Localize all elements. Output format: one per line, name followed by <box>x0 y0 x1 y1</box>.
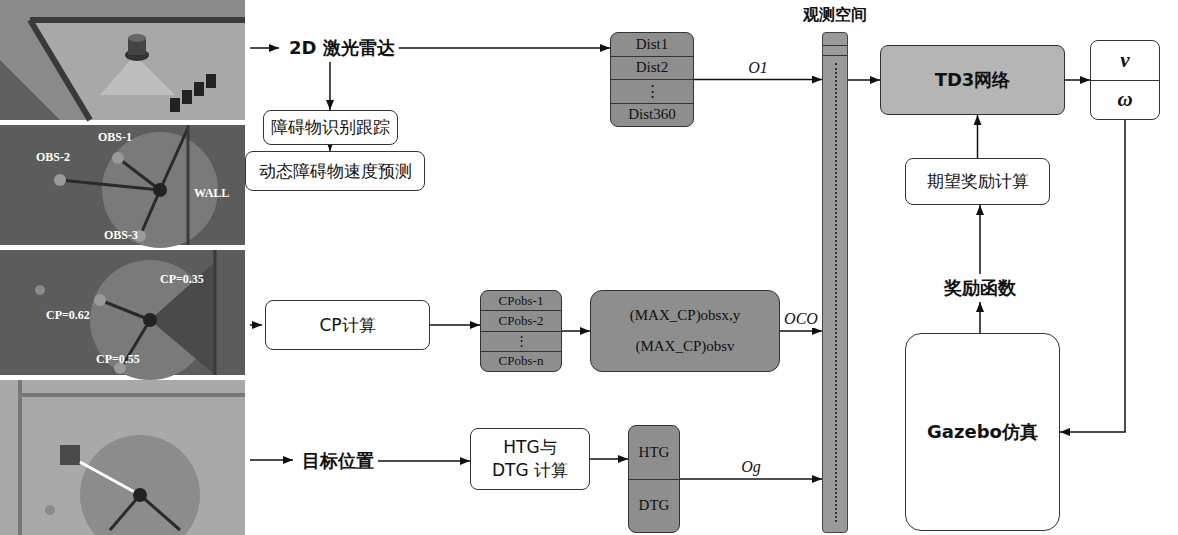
stack-cell: v <box>1091 41 1159 80</box>
flow-arrow <box>979 205 981 274</box>
node-text: 奖励函数 <box>944 276 1016 300</box>
stack-cell: CPobs-n <box>481 351 561 371</box>
node-text: HTG与DTG 计算 <box>487 436 573 482</box>
reward-label: 奖励函数 <box>940 274 1020 302</box>
stack-cell: ⋮ <box>481 331 561 351</box>
figure-label: CP=0.35 <box>160 272 204 287</box>
edge-label: O1 <box>746 59 770 77</box>
flow-arrow <box>329 62 331 110</box>
flow-arrow <box>694 79 822 81</box>
figure-label: CP=0.55 <box>96 352 140 367</box>
bar-heading: 观测空间 <box>803 5 867 26</box>
figure-label: CP=0.62 <box>46 308 90 323</box>
edge-label: OCO <box>782 310 820 328</box>
flow-arrow <box>378 460 470 462</box>
simulator-box: Gazebo仿真 <box>905 333 1060 531</box>
bar-divider <box>823 55 847 56</box>
stack-cell: CPobs-2 <box>481 310 561 330</box>
flow-arrow <box>680 478 822 480</box>
stack-cell: Dist360 <box>611 103 693 127</box>
figure-label: WALL <box>194 186 229 201</box>
data-stack: CPobs-1CPobs-2⋮CPobs-n <box>480 290 562 372</box>
flow-arrow <box>590 458 628 460</box>
node-text: 动态障碍物速度预测 <box>259 160 412 183</box>
flow-arrow <box>977 115 979 158</box>
process-box: 期望奖励计算 <box>905 158 1050 205</box>
bar-dots <box>835 63 837 522</box>
node-text: (MAX_CP)obsv <box>635 338 734 355</box>
flow-arrow <box>399 47 610 49</box>
node-text: 障碍物识别跟踪 <box>271 116 390 139</box>
node-text: (MAX_CP)obsx,y <box>630 307 740 324</box>
process-box: CP计算 <box>265 300 430 350</box>
process-box: HTG与DTG 计算 <box>470 428 590 490</box>
flow-arrow <box>1060 120 1125 432</box>
figure-label: OBS-1 <box>98 130 132 145</box>
node-text: TD3网络 <box>935 68 1011 92</box>
data-box: (MAX_CP)obsx,y (MAX_CP)obsv <box>590 290 780 372</box>
flow-arrow <box>848 79 880 81</box>
action-stack: vω <box>1090 40 1160 120</box>
edge-label: Og <box>739 458 763 476</box>
node-text: 期望奖励计算 <box>927 170 1029 193</box>
node-text: 2D 激光雷达 <box>289 36 395 60</box>
figure-label: OBS-2 <box>36 150 70 165</box>
stack-cell: ⋮ <box>611 79 693 103</box>
stack-cell: HTG <box>629 426 679 479</box>
node-text: Gazebo仿真 <box>927 420 1038 444</box>
flow-arrow <box>979 302 981 333</box>
flow-arrow <box>562 330 590 332</box>
bar-divider <box>823 45 847 46</box>
stack-cell: Dist1 <box>611 33 693 56</box>
sensor-label: 2D 激光雷达 <box>285 34 399 62</box>
figure-label: OBS-3 <box>104 228 138 243</box>
input-label: 目标位置 <box>298 447 378 475</box>
observation-bar: 观测空间 <box>822 32 848 533</box>
data-stack: Dist1Dist2⋮Dist360 <box>610 32 694 127</box>
data-stack: HTGDTG <box>628 425 680 533</box>
process-box: 动态障碍物速度预测 <box>245 151 425 191</box>
network-box: TD3网络 <box>880 45 1065 115</box>
stack-cell: Dist2 <box>611 56 693 80</box>
stack-cell: ω <box>1091 80 1159 120</box>
process-box: 障碍物识别跟踪 <box>263 110 398 145</box>
node-text: CP计算 <box>319 314 375 337</box>
stack-cell: DTG <box>629 479 679 533</box>
flow-arrow <box>780 330 822 332</box>
node-text: 目标位置 <box>302 449 374 473</box>
flow-arrow <box>1065 79 1090 81</box>
stack-cell: CPobs-1 <box>481 291 561 310</box>
flow-arrow <box>430 324 480 326</box>
